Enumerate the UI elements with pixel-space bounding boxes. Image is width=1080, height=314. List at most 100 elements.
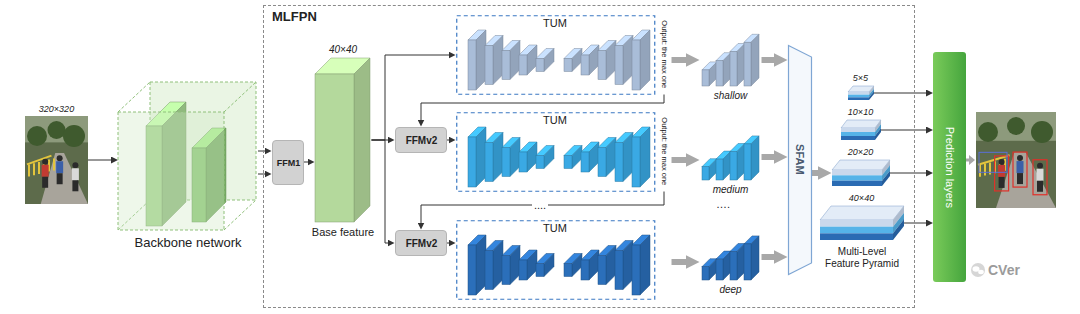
- pyramid-layer: [841, 128, 875, 132]
- arrow-connector: [904, 223, 931, 224]
- shallow-feature: shallow: [700, 30, 762, 88]
- encoder-layer: [536, 58, 544, 71]
- decoder-layer: [615, 142, 623, 181]
- decoder-layer: [589, 142, 599, 172]
- decoder-layer: [640, 30, 650, 90]
- pyramid-level: 20×20: [832, 160, 890, 186]
- base-feature: 40×40Base feature: [315, 58, 372, 222]
- sfam-module: SFAM: [788, 45, 812, 275]
- decoder-layer: [581, 152, 589, 172]
- feature-map: [744, 143, 751, 179]
- backbone-volume: [224, 82, 256, 112]
- block-arrow: [762, 154, 781, 160]
- detection-box: [979, 152, 1007, 172]
- encoder-layer: [544, 48, 554, 71]
- photo-tree: [1031, 121, 1053, 143]
- decoder-layer: [589, 45, 599, 75]
- decoder-layer: [623, 35, 633, 84]
- decoder-layer: [623, 240, 633, 289]
- encoder-layer: [527, 45, 537, 75]
- detection-box: [1033, 160, 1047, 195]
- tum-outline: [456, 220, 654, 299]
- arrow-connector: [881, 130, 931, 131]
- feature-map: [702, 69, 709, 85]
- base-feature-shape: [315, 58, 372, 222]
- encoder-layer: [468, 40, 476, 90]
- decoder-layer: [589, 250, 599, 280]
- encoder-layer: [502, 50, 510, 79]
- pyramid-level: 10×10: [841, 120, 881, 140]
- photo-person: [999, 177, 1005, 188]
- block-arrow: [762, 254, 781, 260]
- pyramid-layer: [848, 94, 869, 97]
- decoder-layer: [572, 145, 582, 168]
- input-image-shape: [25, 116, 88, 204]
- encoder-layer: [544, 253, 554, 276]
- feature-map: [730, 151, 737, 180]
- feature-map: [751, 135, 759, 179]
- block-arrow: [672, 259, 693, 265]
- ffm-label: FFMv2: [406, 238, 438, 250]
- tum-label: TUM: [543, 17, 567, 30]
- photo-person: [1017, 161, 1024, 173]
- tum-label: TUM: [543, 114, 567, 127]
- feature-size: 40×40: [329, 44, 357, 56]
- photo-fence: [53, 158, 55, 170]
- pyramid-level: 5×5: [848, 86, 874, 100]
- encoder-layer: [527, 250, 537, 280]
- level-size: 40×40: [849, 193, 874, 203]
- feature-map: [702, 166, 709, 179]
- block-arrow: [672, 157, 693, 163]
- prediction-layers: Prediction layers: [933, 52, 966, 282]
- decoder-layer: [606, 245, 616, 284]
- level-label: deep: [719, 284, 741, 296]
- feature-map: [315, 74, 354, 222]
- decoder-layer: [581, 55, 589, 75]
- encoder-layer: [536, 263, 544, 276]
- pyramid-layer: [869, 91, 874, 100]
- output-note: Output: the max one: [659, 118, 668, 186]
- input-image: 320×320: [25, 116, 88, 204]
- pyramid-level-shape: [841, 120, 881, 140]
- encoder-layer: [476, 235, 486, 295]
- photo-tree: [27, 126, 47, 146]
- output-arrow: [969, 155, 975, 165]
- block-arrow: [762, 57, 781, 63]
- encoder-layer: [485, 45, 493, 84]
- pyramid-layer: [893, 219, 904, 240]
- arrow-connector: [421, 192, 664, 227]
- encoder-layer: [510, 245, 520, 284]
- feature-label: Base feature: [312, 226, 374, 239]
- photo-person: [998, 165, 1005, 177]
- encoder-layer: [510, 137, 520, 176]
- photo-tree: [1007, 117, 1025, 135]
- photo-person: [56, 161, 63, 173]
- photo-person: [1037, 163, 1043, 169]
- feature-map: [730, 51, 737, 86]
- pyramid-level: 40×40: [820, 206, 904, 240]
- decoder-layer: [606, 40, 616, 79]
- decoder-layer: [615, 45, 623, 84]
- photo-fence: [33, 163, 35, 175]
- pyramid-layer: [841, 132, 875, 136]
- pyramid-caption: Multi-Level Feature Pyramid: [822, 246, 902, 269]
- arrow-connector: [874, 93, 931, 94]
- decoder-layer: [623, 132, 633, 181]
- photo-person: [42, 159, 48, 165]
- pyramid-layer: [820, 233, 893, 240]
- decoder-layer: [572, 48, 582, 71]
- sfam-outline: [788, 45, 811, 274]
- encoder-layer: [519, 55, 527, 75]
- arrow-connector: [447, 243, 453, 244]
- photo-fence: [984, 164, 986, 176]
- level-size: 10×10: [848, 107, 873, 117]
- photo-person: [72, 180, 78, 191]
- feature-map: [751, 34, 759, 86]
- backbone-volume: [118, 82, 150, 112]
- watermark-icon: [973, 266, 980, 272]
- decoder-layer: [640, 235, 650, 295]
- photo-tree: [48, 121, 66, 139]
- photo-person: [1017, 155, 1023, 161]
- deep-feature: deep: [700, 232, 762, 282]
